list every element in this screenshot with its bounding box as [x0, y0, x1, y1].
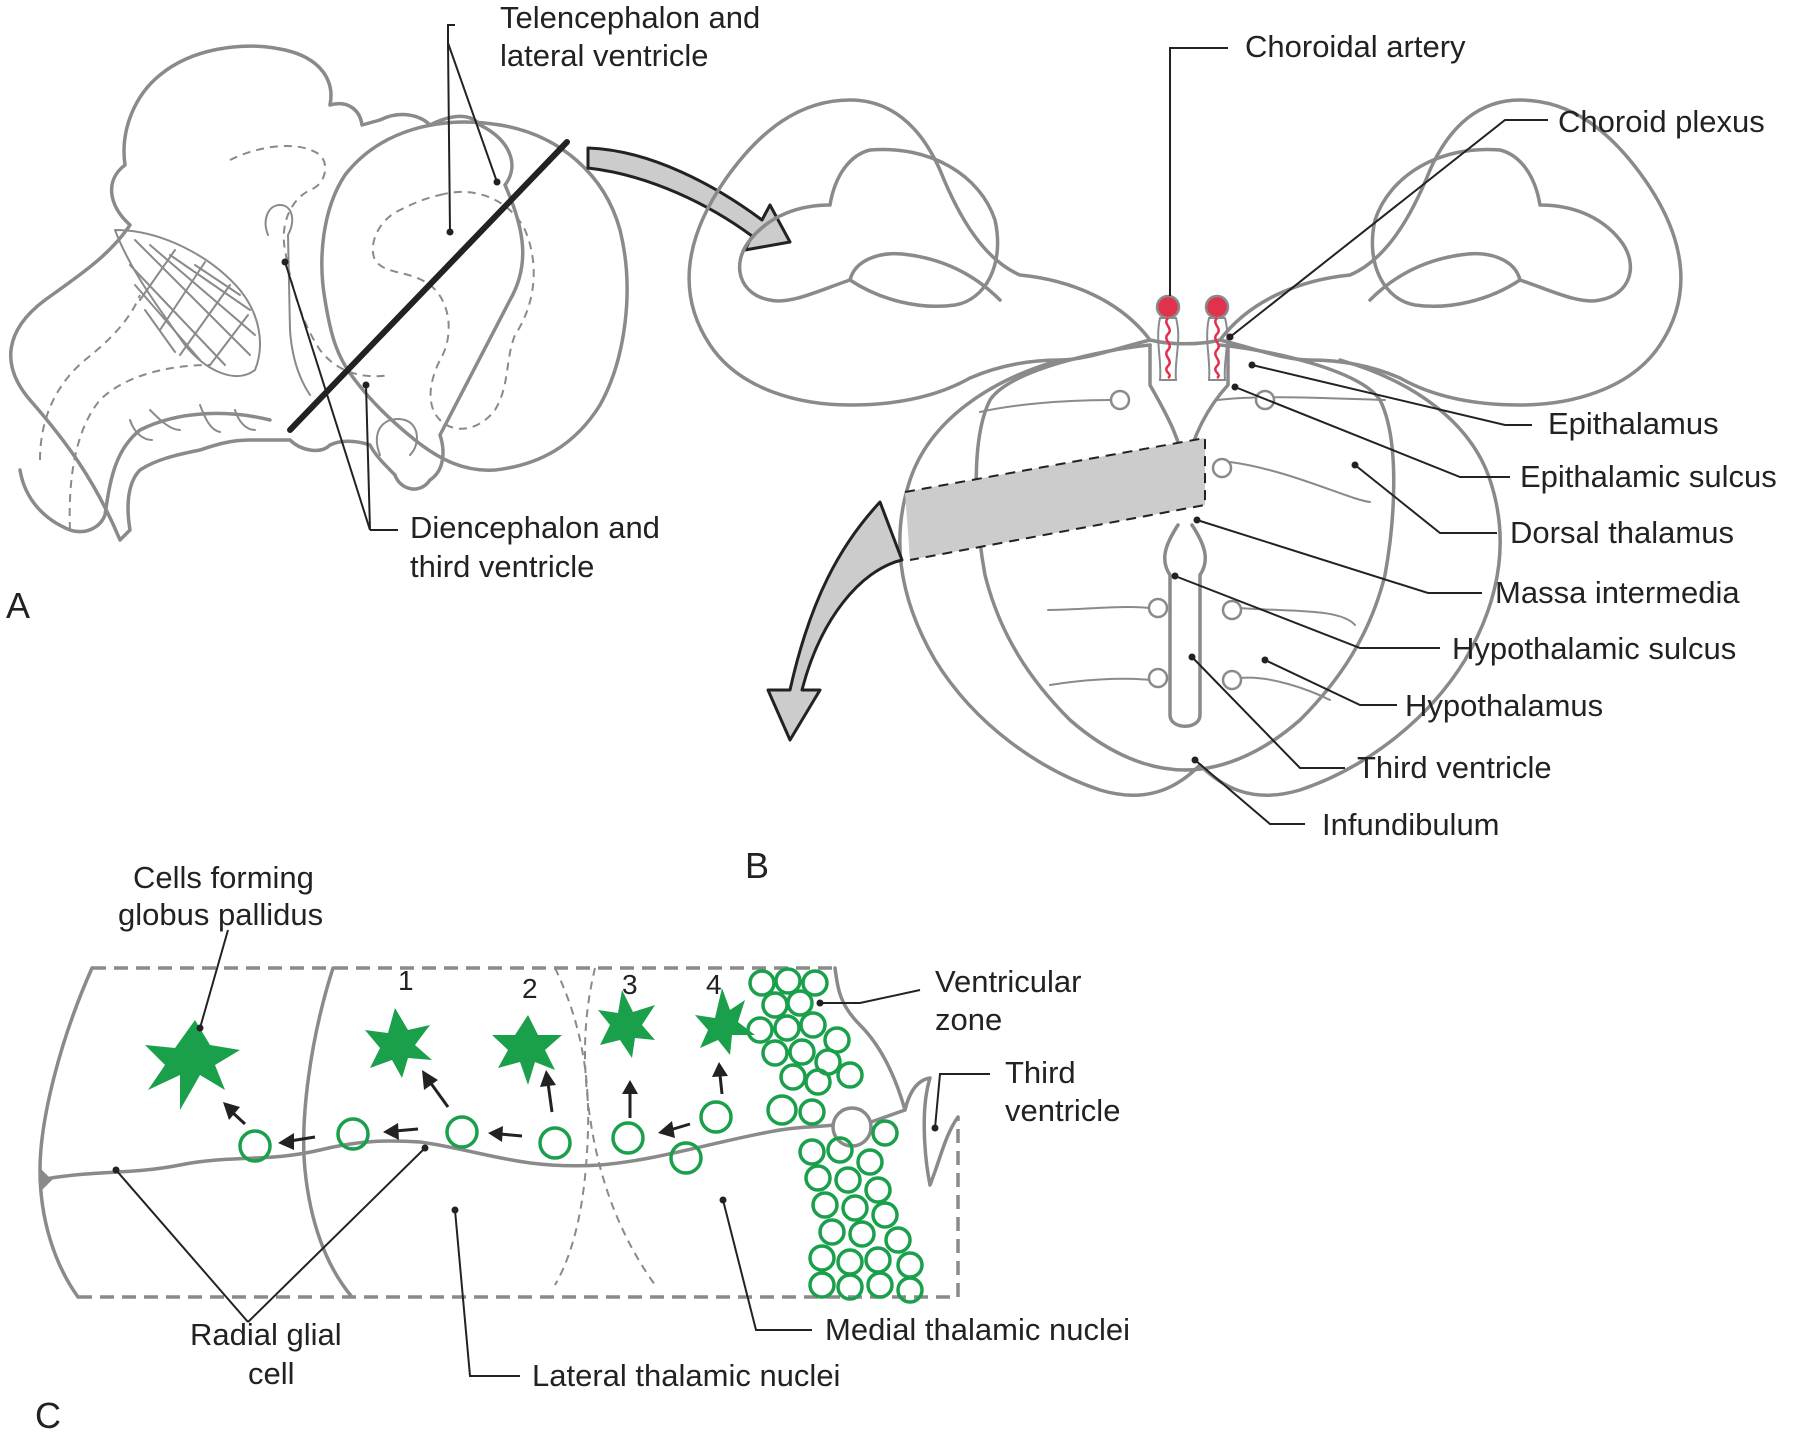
migrating-cells	[238, 1100, 733, 1175]
label-ventricular-line1: Ventricular	[935, 964, 1081, 999]
infundibular-curl	[375, 418, 418, 456]
panel-letter-b: B	[745, 845, 769, 886]
stage-number-2: 2	[522, 973, 538, 1004]
label-hypothalamic-sulcus: Hypothalamic sulcus	[1452, 631, 1736, 666]
roof-plate	[1148, 338, 1222, 346]
third-ventricle-lower	[1162, 523, 1208, 728]
left-ventricle-inner	[848, 252, 1002, 302]
optic-stalk	[264, 204, 311, 396]
pointer-dot	[281, 258, 289, 266]
neuron-stage-3	[598, 990, 655, 1058]
label-third-ventricle-c-line2: ventricle	[1005, 1093, 1120, 1128]
leader-diencephalon-2	[365, 384, 371, 531]
arrow-a-to-b	[586, 146, 792, 252]
leader-diencephalon-1	[284, 261, 371, 531]
right-lateral-ventricle	[1370, 147, 1632, 309]
stage-number-1: 1	[398, 965, 414, 996]
block-left-edge	[38, 966, 94, 1299]
ventricular-wall	[833, 966, 960, 1187]
label-telencephalon-line1: Telencephalon and	[500, 0, 760, 35]
label-epithalamus: Epithalamus	[1548, 406, 1719, 441]
embryo-brain-outline	[8, 44, 525, 542]
radial-glial-cell-body	[831, 1106, 873, 1148]
pointer-dot	[446, 228, 454, 236]
pointer-dot	[493, 178, 501, 186]
neuron-stage-4	[695, 988, 755, 1055]
right-hemisphere-outline	[1218, 98, 1683, 407]
arrow-b-to-c	[766, 500, 904, 742]
choroidal-arteries	[1155, 294, 1230, 381]
nucleus-boundary-left	[554, 967, 590, 1286]
label-diencephalon-line2: third ventricle	[410, 549, 594, 584]
radial-glial-endfoot	[40, 1168, 52, 1192]
hindbrain-dashed	[39, 294, 141, 461]
label-medial-nuclei: Medial thalamic nuclei	[825, 1312, 1130, 1347]
sulcus-lines	[919, 396, 1386, 701]
label-telencephalon-line2: lateral ventricle	[500, 38, 708, 73]
cranial-nerve-roots	[129, 404, 256, 441]
panel-c-cell-migration: 1 2 3 4 Cells forming globus pallidus Ve…	[35, 860, 1130, 1436]
globus-pallidus-neuron	[145, 1020, 240, 1110]
label-diencephalon-line1: Diencephalon and	[410, 510, 660, 545]
stage-number-3: 3	[622, 969, 638, 1000]
panel-letter-c: C	[35, 1395, 61, 1436]
lateral-ventricle-dashed	[371, 190, 535, 430]
panel-c-leaders	[112, 929, 990, 1377]
left-lateral-ventricle	[738, 147, 1000, 309]
radial-glial-fiber	[38, 1120, 847, 1182]
neuron-stage-2	[492, 1015, 562, 1085]
label-globus-line1: Cells forming	[133, 860, 314, 895]
left-inner-wall	[974, 343, 1187, 772]
label-epithalamic-sulcus: Epithalamic sulcus	[1520, 459, 1777, 494]
panel-a-embryo-brain: Telencephalon and lateral ventricle Dien…	[6, 0, 760, 626]
section-band	[905, 438, 1205, 560]
label-third-ventricle-c-line1: Third	[1005, 1055, 1076, 1090]
label-hypothalamus: Hypothalamus	[1405, 688, 1603, 723]
pointer-dot	[362, 381, 370, 389]
label-ventricular-line2: zone	[935, 1002, 1002, 1037]
ventricular-zone-cells	[746, 967, 924, 1304]
right-ventricle-inner	[1368, 252, 1522, 302]
star-neurons	[145, 988, 755, 1110]
sulcus-markers	[1109, 389, 1276, 691]
neural-tube-dashed	[229, 144, 391, 378]
label-massa-intermedia: Massa intermedia	[1495, 575, 1740, 610]
brainstem-outline	[18, 411, 272, 534]
label-dorsal-thalamus: Dorsal thalamus	[1510, 515, 1734, 550]
panel-letter-a: A	[6, 585, 30, 626]
label-lateral-nuclei: Lateral thalamic nuclei	[532, 1358, 840, 1393]
leader-telencephalon-2	[447, 42, 498, 183]
panel-b-cross-section: Choroidal artery Choroid plexus Epithala…	[687, 29, 1777, 886]
label-choroidal-artery: Choroidal artery	[1245, 29, 1466, 64]
leader-telencephalon-1	[447, 42, 451, 233]
block-divider	[302, 966, 354, 1299]
label-infundibulum: Infundibulum	[1322, 807, 1500, 842]
leader-telencephalon-hook	[447, 24, 455, 43]
label-third-ventricle: Third ventricle	[1357, 750, 1552, 785]
telencephalon-outline	[320, 120, 629, 472]
label-choroid-plexus: Choroid plexus	[1558, 104, 1765, 139]
label-globus-line2: globus pallidus	[118, 897, 323, 932]
label-radial-line1: Radial glial	[190, 1317, 342, 1352]
panel-b-leaders	[1169, 47, 1548, 825]
radial-glial-cell-link	[869, 1108, 907, 1124]
pharyngeal-arch-mesh	[114, 229, 261, 377]
migration-arrows	[223, 1062, 728, 1150]
left-hemisphere-outline	[687, 98, 1152, 407]
section-plane-line	[287, 139, 570, 433]
stage-number-4: 4	[706, 969, 722, 1000]
spinal-dashed	[68, 364, 211, 531]
nucleus-boundary-right	[584, 967, 656, 1286]
neuron-stage-1	[365, 1008, 432, 1078]
label-radial-line2: cell	[248, 1356, 295, 1391]
